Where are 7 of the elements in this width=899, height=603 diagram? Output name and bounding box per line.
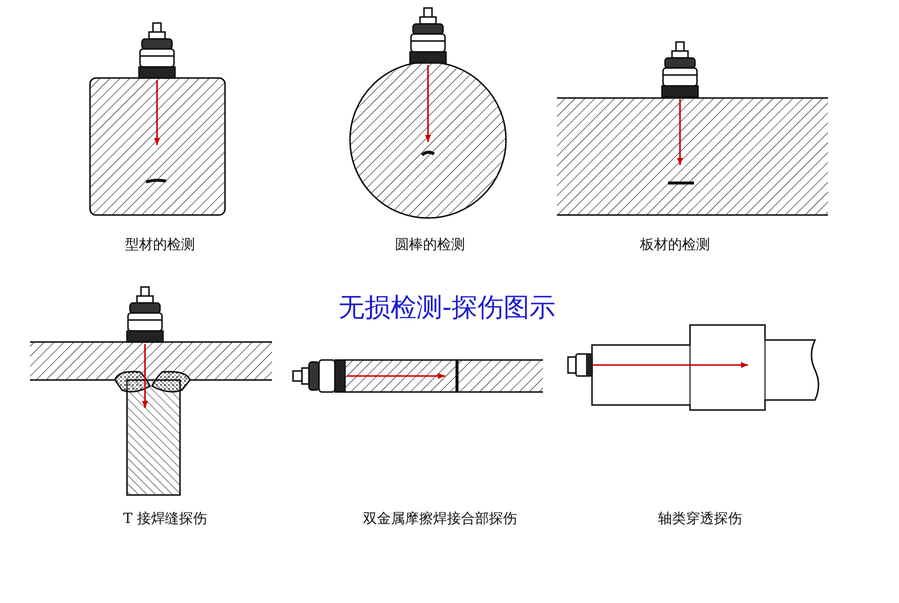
figure-caption: 双金属摩擦焊接合部探伤: [363, 510, 517, 528]
diagram-title: 无损检测-探伤图示: [338, 292, 556, 325]
figure-caption: 板材的检测: [640, 236, 710, 254]
figure-caption: 圆棒的检测: [395, 236, 465, 254]
figure-caption: T 接焊缝探伤: [123, 510, 207, 528]
figure-caption: 型材的检测: [125, 236, 195, 254]
figure-caption: 轴类穿透探伤: [658, 510, 742, 528]
